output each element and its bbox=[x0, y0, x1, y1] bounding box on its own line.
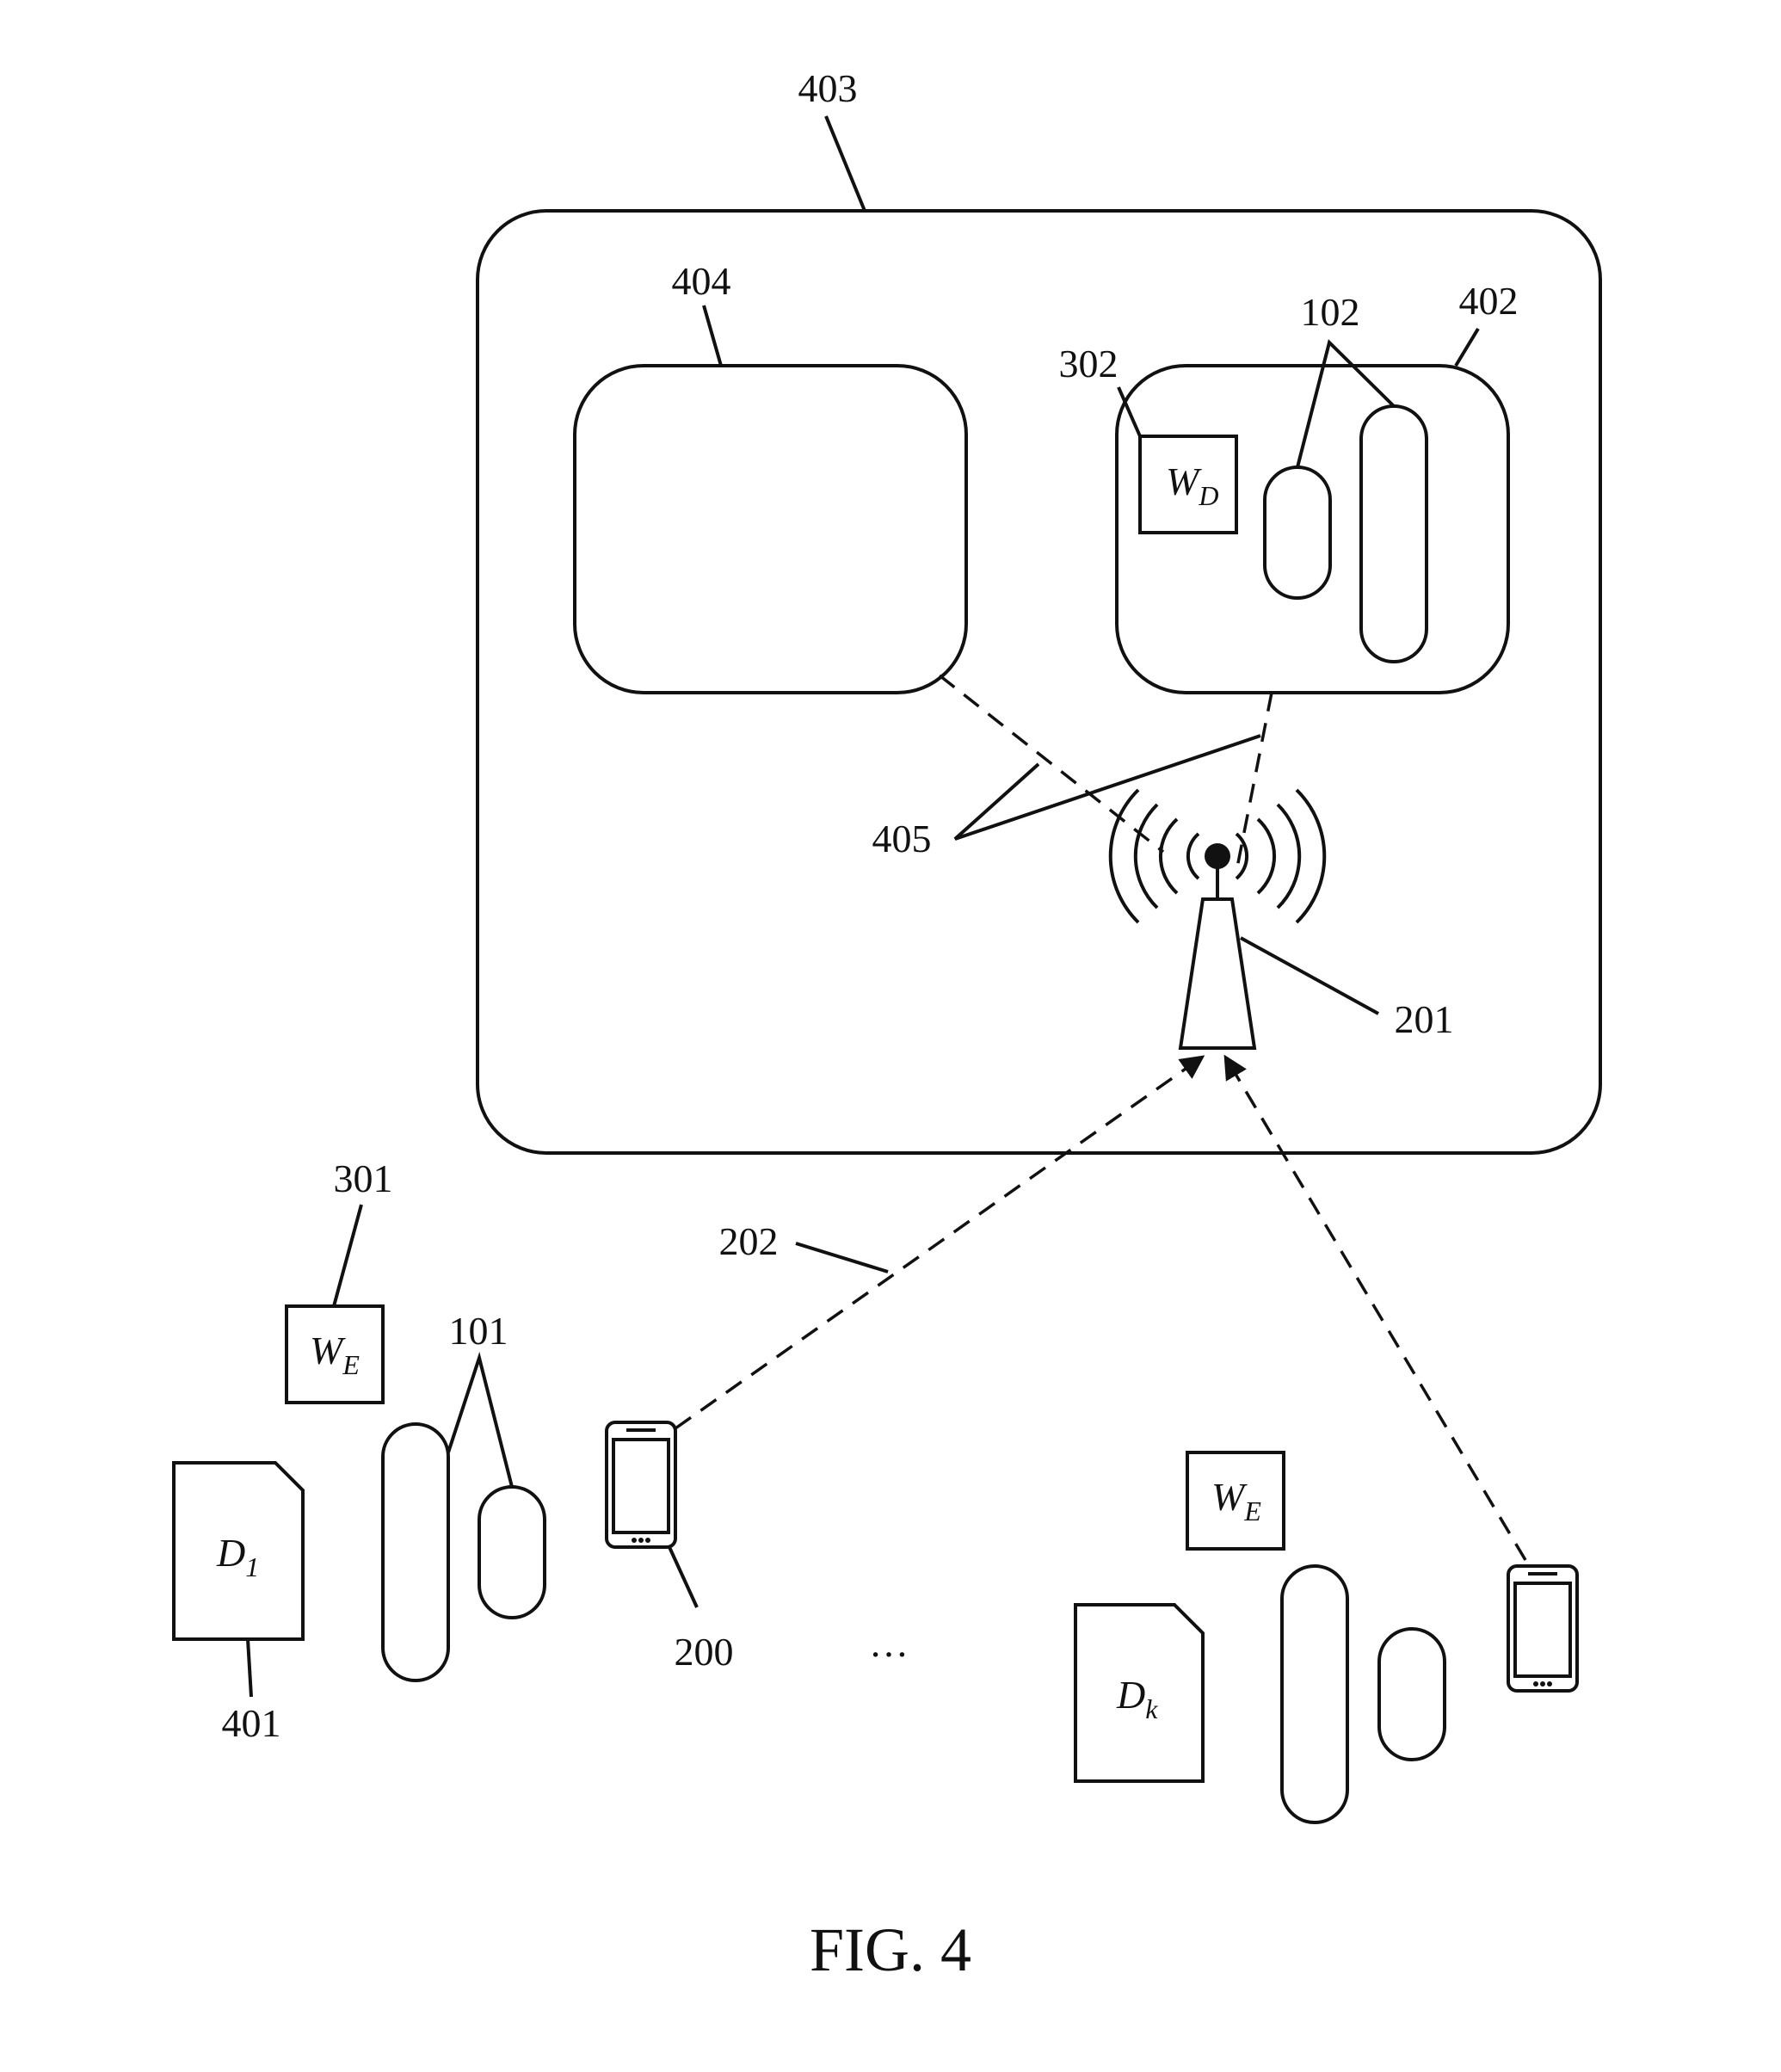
d1-symbol: D1 bbox=[216, 1531, 259, 1582]
label-302: 302 bbox=[1059, 342, 1119, 385]
leader-404 bbox=[702, 305, 723, 367]
module-box-402 bbox=[1115, 364, 1510, 694]
system-box-403 bbox=[476, 209, 1602, 1155]
label-102: 102 bbox=[1301, 290, 1360, 334]
smartphone-icon bbox=[1507, 1564, 1579, 1693]
label-402: 402 bbox=[1459, 279, 1519, 323]
wd-symbol: WD bbox=[1166, 459, 1218, 511]
leader-301 bbox=[332, 1204, 363, 1307]
dashed-uplink-200-to-tower bbox=[674, 1055, 1205, 1430]
dashed-uplink-k-to-tower bbox=[1223, 1054, 1527, 1561]
document-icon: D1 bbox=[172, 1461, 305, 1641]
leader-202 bbox=[795, 1242, 889, 1273]
label-401: 401 bbox=[222, 1701, 281, 1745]
leader-302 bbox=[1117, 386, 1142, 437]
module-box-404 bbox=[573, 364, 968, 694]
label-403: 403 bbox=[798, 66, 858, 110]
pill-k-short bbox=[1377, 1627, 1446, 1761]
label-201: 201 bbox=[1395, 997, 1454, 1041]
pill-k-tall bbox=[1280, 1564, 1349, 1824]
leader-201 bbox=[1240, 936, 1379, 1015]
label-202: 202 bbox=[719, 1219, 779, 1263]
we-symbol-left: WE bbox=[310, 1329, 360, 1380]
wd-box bbox=[1138, 435, 1238, 534]
pill-102-short bbox=[1263, 466, 1332, 600]
we-box-left bbox=[285, 1304, 385, 1404]
ellipsis: … bbox=[869, 1621, 909, 1665]
pill-102-tall bbox=[1359, 404, 1428, 663]
figure-caption: FIG. 4 bbox=[810, 1915, 971, 1984]
label-101: 101 bbox=[449, 1309, 508, 1353]
leader-102 bbox=[1296, 339, 1396, 468]
label-405: 405 bbox=[872, 817, 932, 860]
dashed-link-404-to-tower bbox=[938, 674, 1165, 854]
document-icon: Dk bbox=[1074, 1603, 1205, 1783]
we-symbol-right: WE bbox=[1211, 1475, 1261, 1526]
label-301: 301 bbox=[334, 1156, 393, 1200]
leader-403 bbox=[824, 115, 866, 212]
we-box-right bbox=[1186, 1451, 1285, 1551]
leader-405 bbox=[953, 734, 1261, 841]
leader-101 bbox=[447, 1351, 514, 1488]
pill-101-tall bbox=[381, 1422, 450, 1682]
leader-401 bbox=[246, 1638, 253, 1698]
smartphone-icon bbox=[605, 1421, 677, 1549]
leader-200 bbox=[668, 1546, 699, 1608]
label-404: 404 bbox=[672, 259, 731, 303]
dk-symbol: Dk bbox=[1116, 1673, 1158, 1724]
antenna-tower-icon bbox=[1108, 788, 1327, 1050]
leader-402 bbox=[1454, 327, 1480, 367]
label-200: 200 bbox=[675, 1630, 734, 1674]
pill-101-short bbox=[478, 1485, 546, 1619]
